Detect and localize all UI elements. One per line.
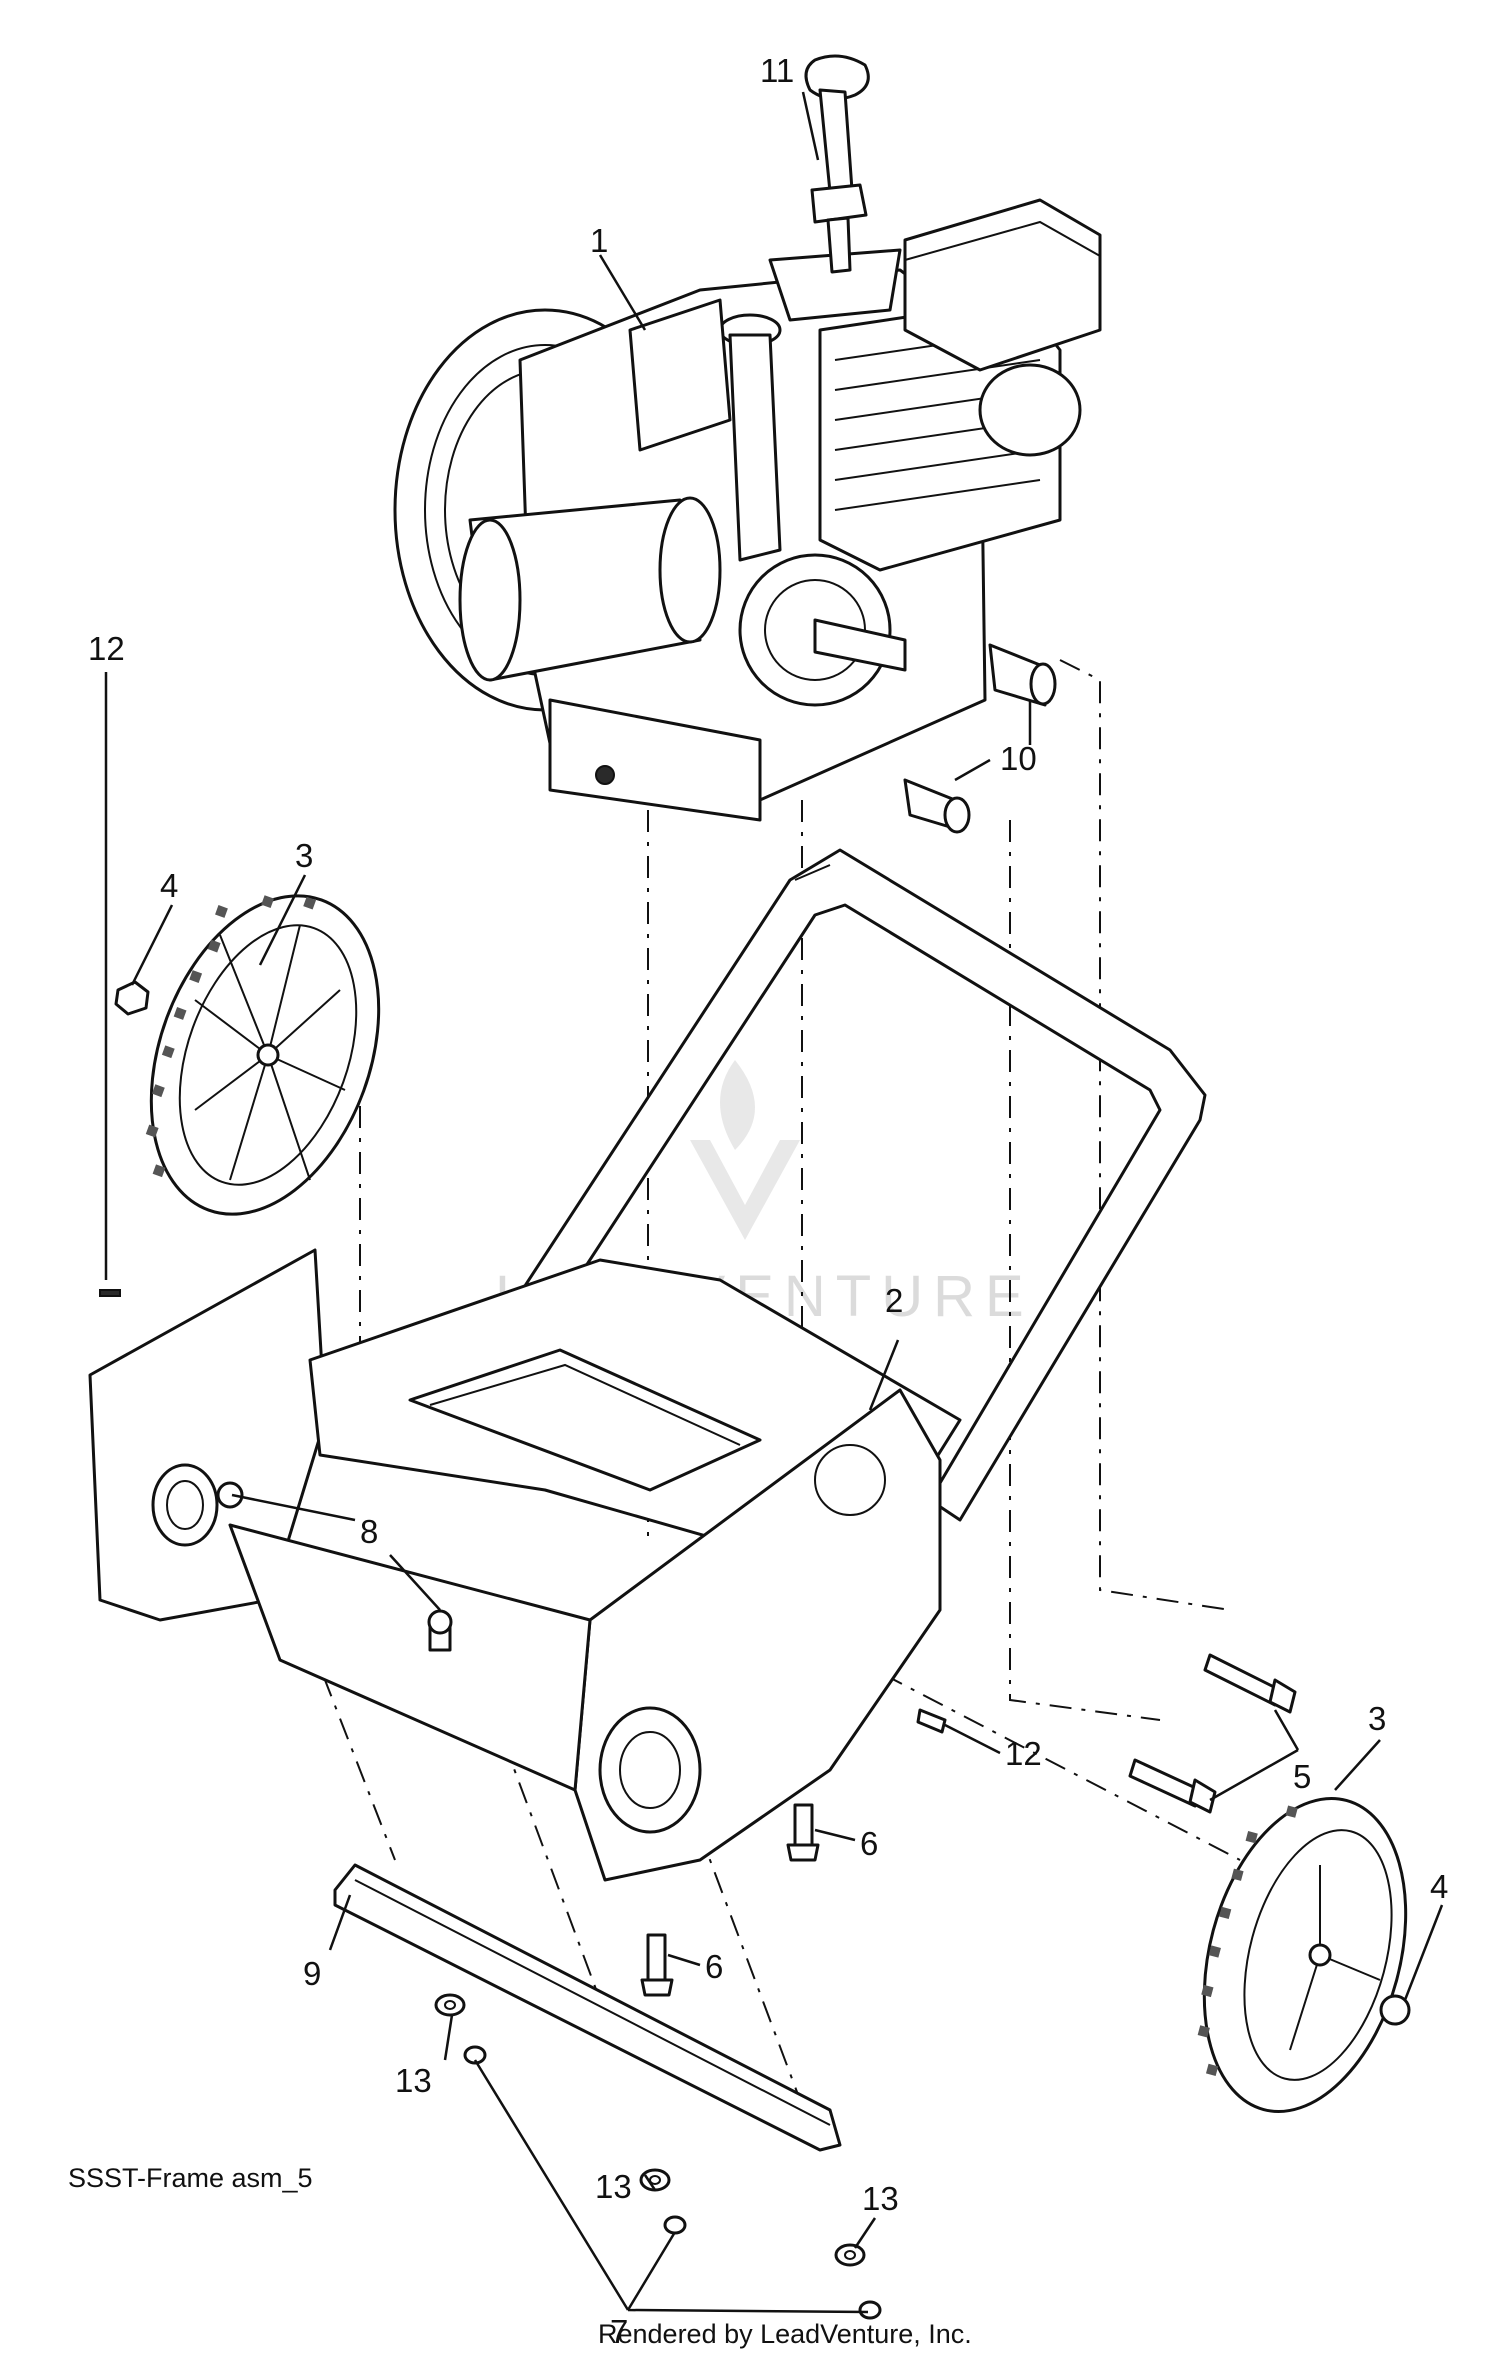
callout-6-upper: 6 [860, 1825, 878, 1862]
callout-13-a: 13 [395, 2062, 432, 2099]
air-filter-box [903, 198, 1102, 372]
callout-9: 9 [303, 1955, 321, 1992]
callout-8: 8 [360, 1513, 378, 1550]
callout-3-right: 3 [1368, 1700, 1386, 1737]
crankshaft [813, 618, 907, 672]
callout-1: 1 [590, 222, 608, 259]
callout-11: 11 [760, 52, 794, 89]
callout-labels: 1 2 3 3 4 4 5 6 6 7 8 9 10 11 12 12 13 1… [88, 52, 1448, 2350]
frame-housing [88, 1248, 962, 1882]
callout-6-lower: 6 [705, 1948, 723, 1985]
right-wheel [1197, 1797, 1411, 2113]
dipstick [804, 54, 870, 274]
callout-4-left: 4 [160, 867, 178, 904]
left-wheel-nut [114, 980, 150, 1016]
washers-and-nuts [434, 1993, 882, 2320]
engine-assembly [393, 198, 1102, 822]
callout-13-b: 13 [595, 2168, 632, 2205]
scraper-bar [333, 1863, 842, 2152]
callout-13-c: 13 [862, 2180, 899, 2217]
callout-4-right: 4 [1430, 1868, 1448, 1905]
callout-10: 10 [1000, 740, 1037, 777]
callout-12-left: 12 [88, 630, 125, 667]
callout-2: 2 [885, 1282, 903, 1319]
rendered-by-footer: Rendered by LeadVenture, Inc. [598, 2319, 972, 2349]
handle-frame [468, 848, 1207, 1522]
leader-lines [104, 91, 1444, 2314]
carriage-bolts [640, 1803, 820, 1997]
hex-bolts [1128, 1653, 1297, 1814]
diagram-caption: SSST-Frame asm_5 [68, 2163, 313, 2193]
callout-7: 7 [610, 2313, 628, 2350]
callout-3-left: 3 [295, 837, 313, 874]
callout-5: 5 [1293, 1758, 1311, 1795]
spacers [903, 643, 1057, 834]
left-wheel [114, 894, 381, 1216]
callout-12-right: 12 [1005, 1735, 1042, 1772]
engine-base [548, 698, 762, 822]
right-wheel-cap [1379, 1994, 1411, 2026]
